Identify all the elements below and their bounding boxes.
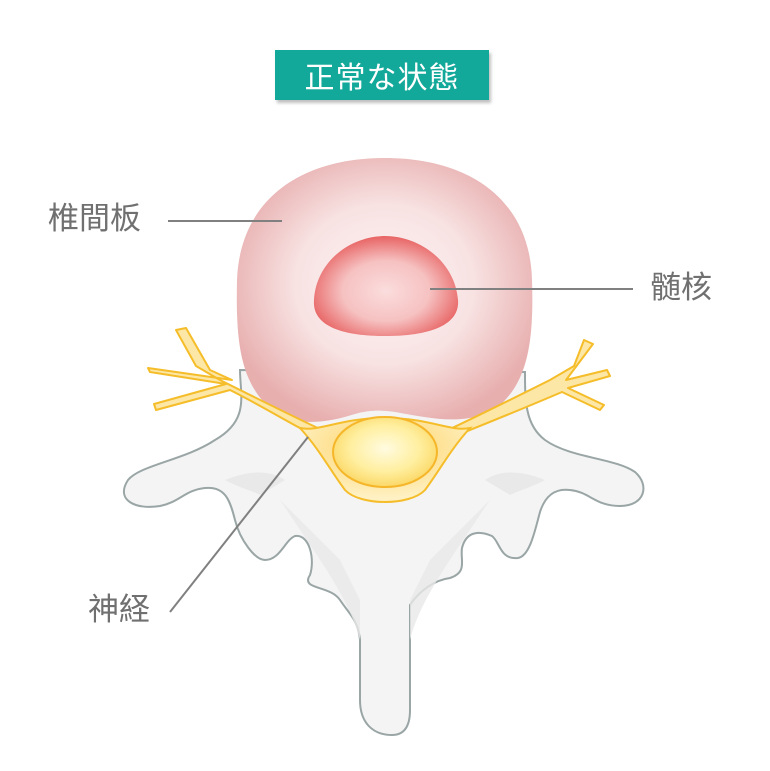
nerve xyxy=(147,327,611,503)
nucleus-label: 髄核 xyxy=(650,270,712,306)
vertebra-bone xyxy=(122,368,645,737)
nerve-leader-line xyxy=(169,436,309,613)
title-badge: 正常な状態 xyxy=(275,50,489,100)
spinal-cord xyxy=(332,416,438,488)
nucleus-pulposus xyxy=(313,236,459,336)
disc-label: 椎間板 xyxy=(48,201,141,237)
nerve-label: 神経 xyxy=(88,592,150,628)
